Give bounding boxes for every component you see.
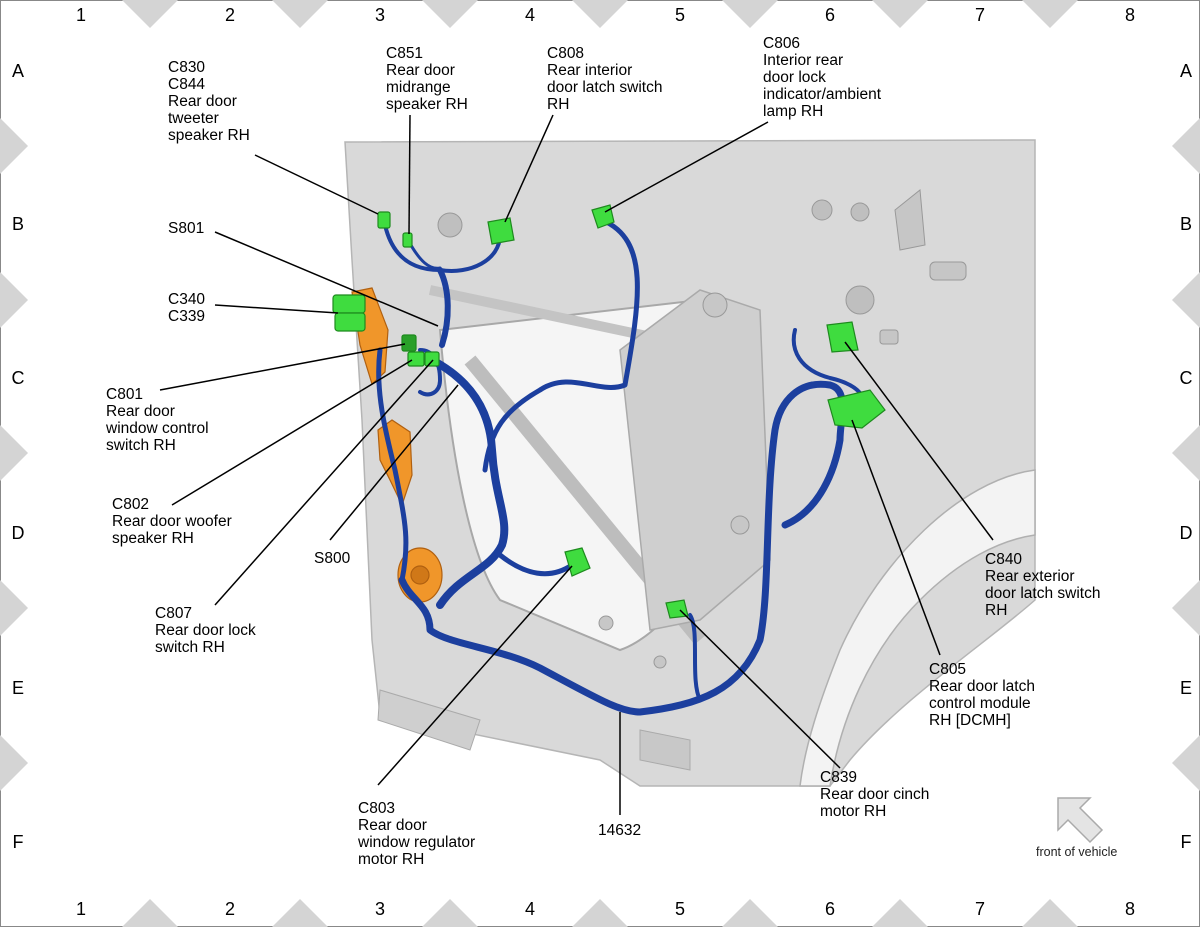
front-of-vehicle-label: front of vehicle [1036, 845, 1118, 859]
callout-c802: C802 Rear door woofer speaker RH [112, 496, 232, 547]
grid-row-label: F [1180, 832, 1192, 852]
callout-c805: C805 Rear door latch control module RH [… [929, 661, 1035, 729]
connector-c340 [332, 294, 366, 314]
grid-row-label: C [1179, 368, 1193, 388]
grid-row-label: F [12, 832, 24, 852]
callout-c851: C851 Rear door midrange speaker RH [386, 45, 468, 113]
callout-c807: C807 Rear door lock switch RH [155, 605, 256, 656]
grid-row-label: B [11, 214, 24, 234]
grid-row-label: E [11, 678, 24, 698]
grid-col-label: 8 [1124, 899, 1135, 919]
grid-col-label: 2 [224, 899, 235, 919]
grid-row-label: D [1179, 523, 1193, 543]
connector-c830-c844 [377, 211, 391, 229]
leader-lines [159, 114, 994, 815]
callout-c803: C803 Rear door window regulator motor RH [358, 800, 476, 868]
grid-col-label: 3 [374, 5, 385, 25]
callout-c340-c339: C340 C339 [168, 291, 206, 325]
connector-c807 [424, 351, 440, 367]
connector-c802 [407, 351, 425, 367]
grid-col-label: 4 [524, 899, 535, 919]
connector-c851 [402, 232, 413, 248]
callout-c830-c844: C830 C844 Rear door tweeter speaker RH [168, 59, 250, 144]
grid-col-label: 5 [674, 5, 685, 25]
grid-col-label: 7 [974, 899, 985, 919]
grid-row-label: C [11, 368, 25, 388]
grid-col-label: 6 [824, 899, 835, 919]
arrow-up-left-icon [1057, 797, 1104, 844]
grid-col-label: 5 [674, 899, 685, 919]
callout-s801: S801 [168, 220, 205, 237]
connector-c339 [334, 312, 366, 332]
connector-c808 [487, 217, 515, 245]
grid-col-label: 8 [1124, 5, 1135, 25]
callout-14632: 14632 [598, 822, 642, 839]
connector-c840 [826, 321, 859, 353]
callout-c839: C839 Rear door cinch motor RH [820, 769, 930, 820]
grid-row-label: E [1179, 678, 1192, 698]
grid-col-label: 7 [974, 5, 985, 25]
grid-col-label: 1 [75, 5, 86, 25]
grid-row-label: D [11, 523, 25, 543]
callout-s800: S800 [314, 550, 351, 567]
grid-row-label: B [1179, 214, 1192, 234]
connector-c805 [827, 389, 886, 429]
callout-c806: C806 Interior rear door lock indicator/a… [763, 35, 882, 120]
callout-c801: C801 Rear door window control switch RH [106, 386, 209, 454]
grid-col-label: 4 [524, 5, 535, 25]
callout-c808: C808 Rear interior door latch switch RH [547, 45, 663, 113]
grid-col-label: 3 [374, 899, 385, 919]
grid-row-label: A [11, 61, 24, 81]
grid-col-label: 2 [224, 5, 235, 25]
callout-c840: C840 Rear exterior door latch switch RH [985, 551, 1101, 619]
connector-c801 [401, 334, 417, 352]
grid-row-label: A [1179, 61, 1192, 81]
grid-col-label: 6 [824, 5, 835, 25]
grid-col-label: 1 [75, 899, 86, 919]
